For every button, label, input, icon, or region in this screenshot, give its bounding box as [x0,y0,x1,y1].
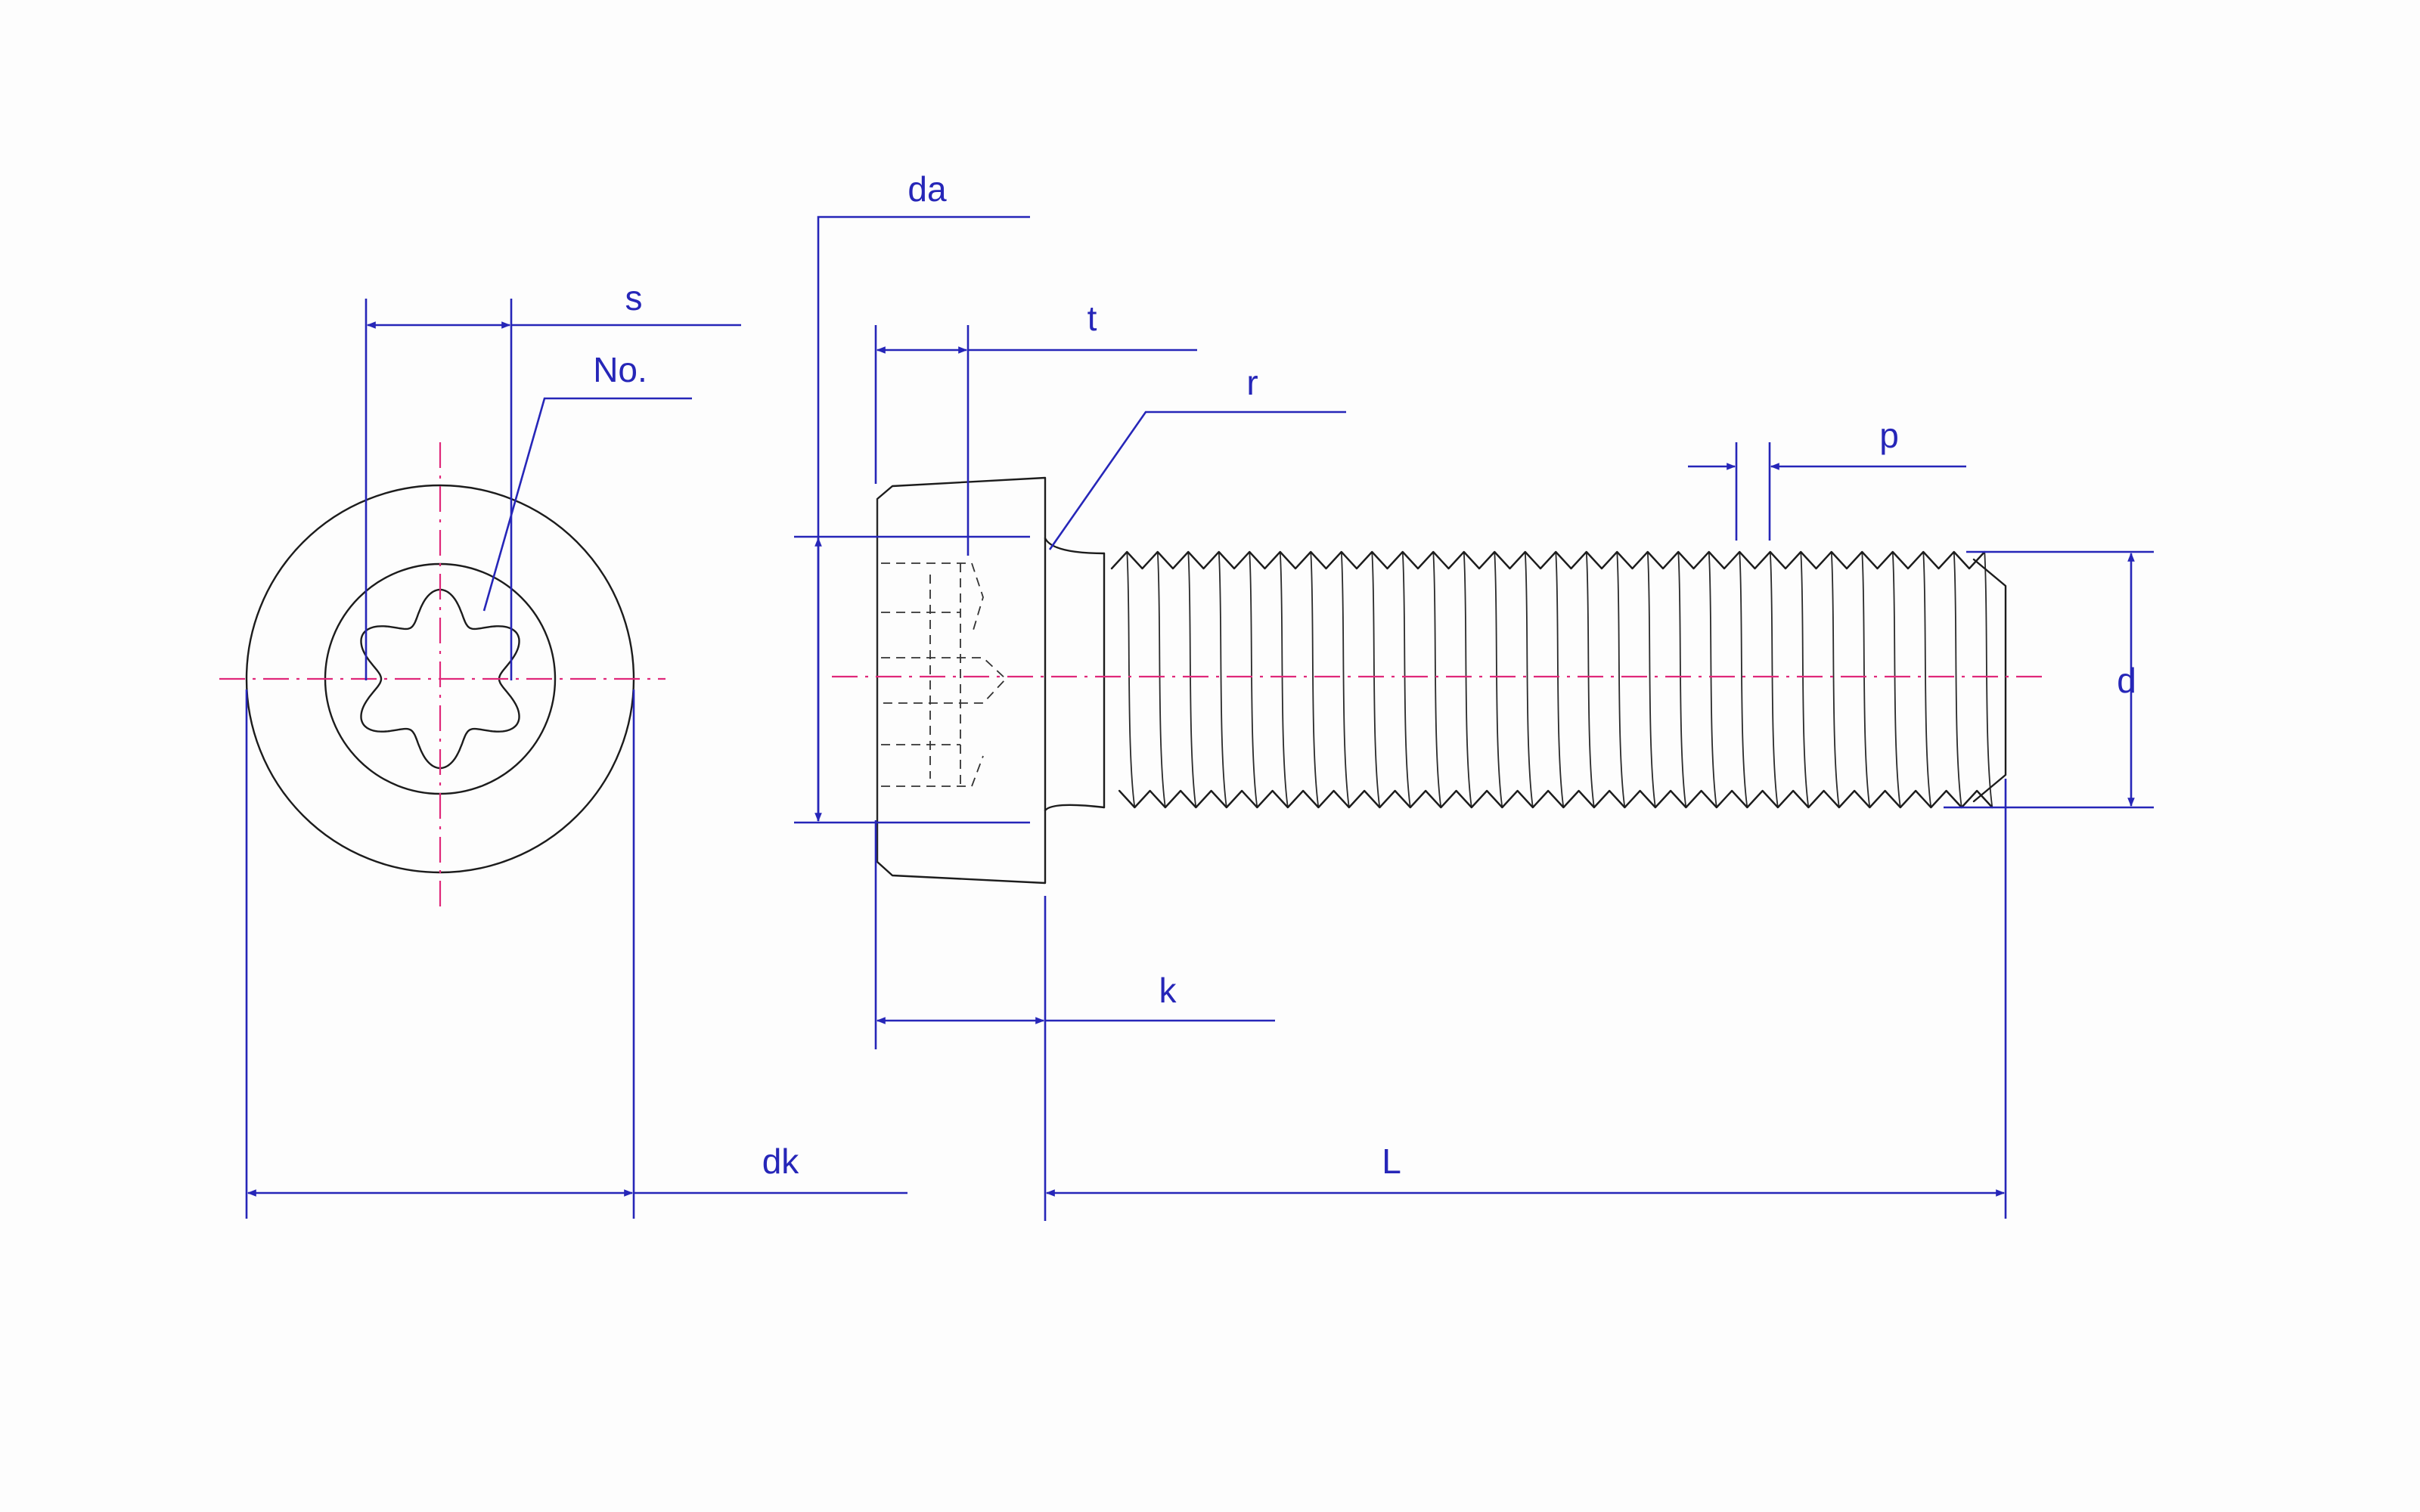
thread-flank [1984,551,1993,808]
thread-flank [1769,551,1779,808]
thread-flank [1432,551,1442,808]
label-r: r [1246,363,1258,402]
thread-flank [1953,551,1962,808]
thread-flank [1646,551,1656,808]
label-dk: dk [762,1142,800,1181]
thread-flank [1249,551,1258,808]
thread-flank [1861,551,1871,808]
thread-flank [1585,551,1595,808]
thread-flank [1922,551,1932,808]
thread-flank [1891,551,1901,808]
dimension-labels: s No. da t r p d k dk L [593,169,2136,1181]
thread-flank [1800,551,1810,808]
label-t: t [1087,299,1097,338]
thread-end-chamfer [1972,558,2007,803]
label-d: d [2117,661,2136,700]
label-k: k [1159,971,1177,1010]
thread-crest-bottom [1118,789,1993,809]
label-p: p [1879,416,1899,455]
dimension-lines [245,215,2154,1221]
thread-flank [1708,551,1717,808]
thread-flank [1126,551,1136,808]
no-leader [482,397,692,612]
thread-flank [1279,551,1289,808]
da-leader [817,215,1030,821]
label-no: No. [593,350,647,389]
r-leader [1048,411,1346,550]
thread-flank [1187,551,1197,808]
thread-flank [1218,551,1227,808]
label-s: s [625,278,643,318]
thread-flank [1830,551,1840,808]
screw-side-view [832,476,2042,885]
thread-crest-top [1110,550,1986,570]
label-da: da [908,169,947,209]
thread-section [1110,550,2007,809]
thread-flank [1401,551,1411,808]
thread-flank [1340,551,1350,808]
thread-flank [1739,551,1748,808]
neck-fillet [1044,537,1106,812]
thread-flank [1156,551,1166,808]
thread-flank [1310,551,1320,808]
recess-hidden-lines [881,562,1007,787]
label-L: L [1382,1142,1401,1181]
thread-flank [1677,551,1687,808]
thread-flank [1463,551,1472,808]
head-end-view [219,442,666,911]
thread-flank [1494,551,1503,808]
thread-flank [1371,551,1381,808]
thread-flank [1616,551,1626,808]
thread-flank [1555,551,1565,808]
torx-star-recess [360,588,520,770]
thread-flank [1524,551,1534,808]
